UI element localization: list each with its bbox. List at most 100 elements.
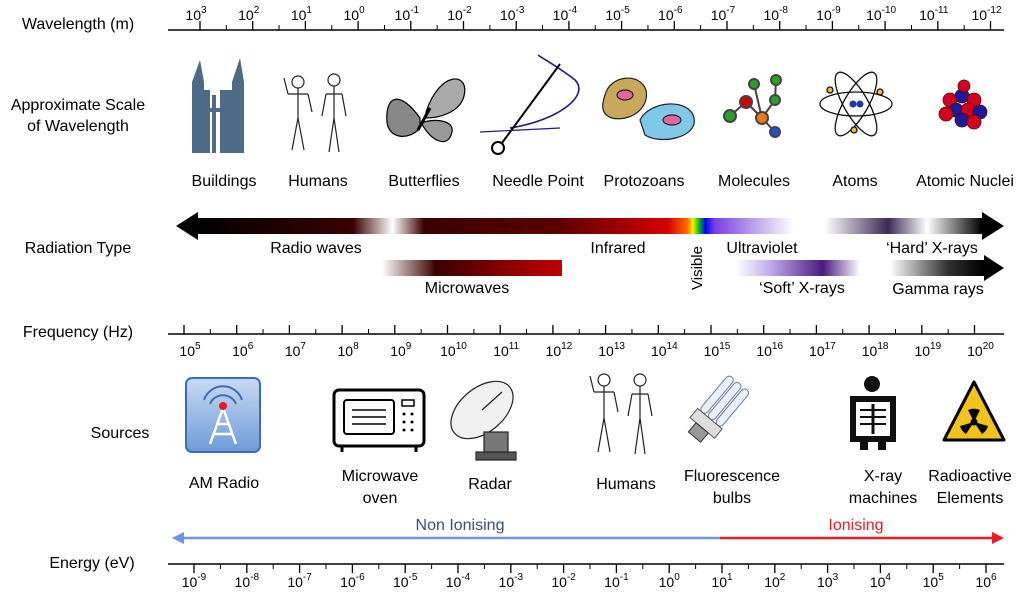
wavelength-label: Wavelength (m)	[22, 16, 134, 33]
ultraviolet-label: Ultraviolet	[726, 240, 798, 257]
scale-item-label: Buildings	[192, 173, 257, 190]
tick-label: 102	[238, 5, 260, 23]
tick-label: 1012	[546, 341, 573, 359]
atom-icon	[819, 71, 893, 137]
tick-label: 100	[659, 572, 681, 590]
tick-base: 10	[500, 7, 516, 23]
tick-base: 10	[440, 343, 456, 359]
source-label-line1: Radar	[468, 476, 512, 493]
tick-label: 10-8	[763, 5, 788, 23]
sources-label: Sources	[91, 425, 150, 442]
tick-base: 10	[866, 7, 882, 23]
tick-base: 10	[809, 343, 825, 359]
scale-label-line1: Approximate Scale	[11, 97, 145, 114]
ionising-arrows	[172, 532, 1004, 544]
tick-exponent: 14	[667, 341, 679, 352]
source-label-line1: Radioactive	[928, 468, 1012, 485]
tick-exponent: 20	[983, 341, 995, 352]
tick-base: 10	[923, 574, 939, 590]
tick-label: 101	[711, 572, 733, 590]
tick-label: 10-2	[447, 5, 472, 23]
tick-base: 10	[493, 343, 509, 359]
tick-exponent: 12	[561, 341, 573, 352]
tick-label: 100	[344, 5, 366, 23]
source-label-line1: AM Radio	[189, 475, 259, 492]
tick-label: 1013	[598, 341, 625, 359]
tick-base: 10	[659, 574, 675, 590]
tick-base: 10	[179, 343, 195, 359]
tick-label: 10-1	[395, 5, 420, 23]
tick-base: 10	[393, 574, 409, 590]
tick-exponent: 4	[885, 572, 891, 583]
tick-exponent: 11	[509, 341, 520, 352]
spectrum-arrow-main	[176, 212, 1004, 240]
tick-base: 10	[185, 7, 201, 23]
fluorescent-bulb-icon	[687, 375, 750, 443]
tick-label: 102	[764, 572, 786, 590]
tick-base: 10	[395, 7, 411, 23]
xray-machine-icon	[850, 376, 896, 450]
infrared-label: Infrared	[590, 240, 645, 257]
tick-base: 10	[756, 343, 772, 359]
tick-exponent: 15	[719, 341, 731, 352]
tick-label: 1018	[862, 341, 889, 359]
source-label-line2: machines	[849, 490, 917, 507]
tick-label: 101	[291, 5, 313, 23]
energy-label: Energy (eV)	[49, 555, 134, 572]
tick-label: 10-7	[711, 5, 736, 23]
tick-exponent: 6	[991, 572, 997, 583]
tick-exponent: -10	[882, 5, 897, 16]
tick-exponent: 18	[877, 341, 889, 352]
scale-item-label: Needle Point	[492, 173, 584, 190]
tick-label: 1014	[651, 341, 678, 359]
tick-label: 106	[232, 341, 254, 359]
source-label-line1: Microwave	[342, 468, 419, 485]
scale-item-label: Protozoans	[604, 173, 685, 190]
humans-source-icon	[589, 373, 653, 455]
tick-label: 10-8	[235, 572, 260, 590]
tick-base: 10	[235, 574, 251, 590]
tick-base: 10	[975, 574, 991, 590]
tick-base: 10	[390, 343, 406, 359]
tick-base: 10	[232, 343, 248, 359]
tick-label: 10-4	[446, 572, 471, 590]
tick-exponent: -9	[197, 572, 206, 583]
tick-exponent: -5	[409, 572, 418, 583]
tick-exponent: -6	[356, 572, 365, 583]
tick-exponent: 0	[359, 5, 365, 16]
tick-exponent: 16	[772, 341, 784, 352]
soft-xrays-label: ‘Soft’ X-rays	[759, 280, 845, 297]
tick-exponent: -1	[410, 5, 419, 16]
tick-base: 10	[291, 7, 307, 23]
radiation-hazard-icon	[942, 380, 1006, 442]
scale-item-label: Humans	[288, 173, 348, 190]
tick-exponent: 2	[254, 5, 260, 16]
tick-label: 10-5	[605, 5, 630, 23]
source-label-line2: oven	[363, 490, 398, 507]
tick-label: 10-11	[919, 5, 949, 23]
tick-exponent: 9	[406, 341, 412, 352]
source-label-line1: Humans	[596, 476, 656, 493]
tick-base: 10	[862, 343, 878, 359]
tick-base: 10	[553, 7, 569, 23]
tick-base: 10	[499, 574, 515, 590]
xray-gamma-arrow	[736, 255, 1004, 281]
tick-exponent: 5	[938, 572, 944, 583]
tick-base: 10	[764, 574, 780, 590]
tick-label: 10-10	[866, 5, 896, 23]
tick-label: 10-3	[499, 572, 524, 590]
tick-base: 10	[971, 7, 987, 23]
tick-exponent: 3	[201, 5, 207, 16]
tick-exponent: -12	[987, 5, 1002, 16]
tick-label: 10-9	[816, 5, 841, 23]
tick-base: 10	[658, 7, 674, 23]
tick-label: 10-6	[658, 5, 683, 23]
tick-base: 10	[447, 7, 463, 23]
tick-label: 1020	[967, 341, 994, 359]
